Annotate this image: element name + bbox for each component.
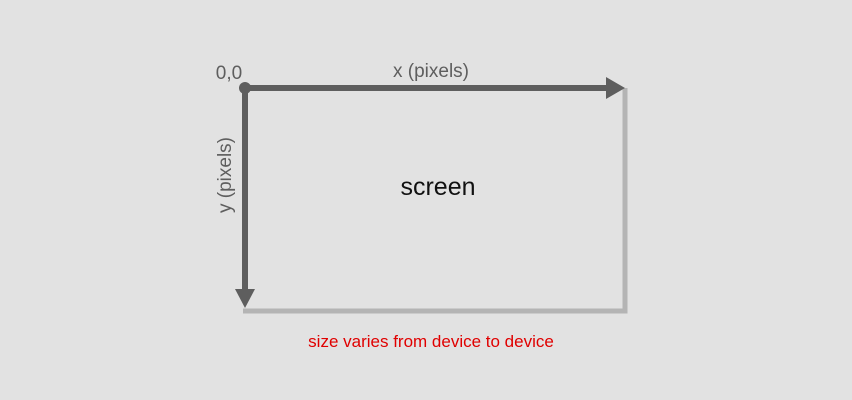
y-axis-label: y (pixels) — [215, 137, 236, 213]
y-axis-arrowhead — [235, 289, 255, 308]
x-axis-label: x (pixels) — [393, 61, 469, 82]
x-axis-arrowhead — [606, 77, 625, 99]
size-note: size varies from device to device — [308, 332, 554, 351]
screen-label: screen — [400, 173, 475, 201]
origin-label: 0,0 — [216, 63, 242, 84]
screen-edge — [243, 88, 628, 314]
origin-dot — [239, 82, 251, 94]
